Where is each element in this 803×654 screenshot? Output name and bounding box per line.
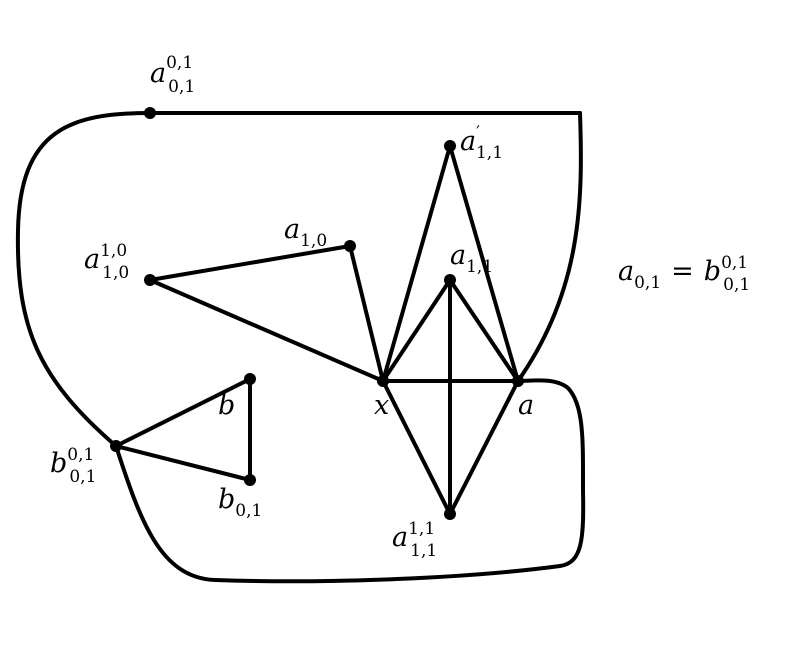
vertex-a10-sup xyxy=(144,274,156,286)
vertex-a10 xyxy=(344,240,356,252)
label-a10: a1,0 xyxy=(284,214,327,251)
edge-x-a11sup xyxy=(381,379,452,516)
label-a11-prime: a′1,1 xyxy=(460,123,503,163)
edge-x-a11prime xyxy=(381,144,452,383)
edge-outer-top-loop xyxy=(15,111,582,448)
edge-a10sup-x xyxy=(148,278,385,383)
edge-outer-bottom-loop xyxy=(114,378,586,584)
edge-a10-x xyxy=(348,244,385,383)
edge-b01sup-b01 xyxy=(114,444,252,482)
vertex-a11-sup xyxy=(444,508,456,520)
edge-x-a11 xyxy=(381,278,452,383)
vertex-b xyxy=(244,373,256,385)
vertex-b01-sup xyxy=(110,440,122,452)
label-a: a xyxy=(518,390,534,421)
vertex-a11-prime xyxy=(444,140,456,152)
vertex-x xyxy=(377,375,389,387)
vertex-b01 xyxy=(244,474,256,486)
label-b01: b0,1 xyxy=(218,484,262,521)
label-x: x xyxy=(374,390,389,421)
label-a11: a1,1 xyxy=(450,240,493,277)
edge-a10sup-a10 xyxy=(148,244,352,282)
edge-b01sup-b xyxy=(114,377,252,448)
edge-a-a11prime xyxy=(448,144,520,383)
label-b: b xyxy=(218,390,235,421)
edge-a-a11sup xyxy=(448,379,520,516)
vertex-a xyxy=(512,375,524,387)
vertex-a11 xyxy=(444,274,456,286)
edge-a-a11 xyxy=(448,278,520,383)
edge-outer-right-to-a xyxy=(516,111,583,383)
vertex-a01-top xyxy=(144,107,156,119)
